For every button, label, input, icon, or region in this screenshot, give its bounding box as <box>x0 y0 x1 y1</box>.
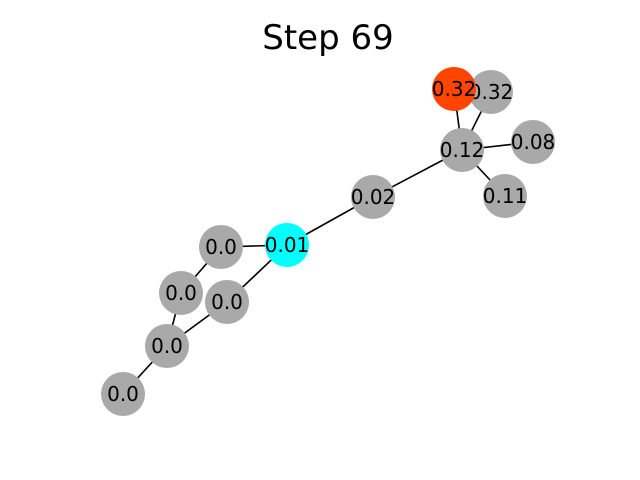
node-label: 0.0 <box>165 281 197 305</box>
node-circle <box>440 128 484 172</box>
node-label: 0.11 <box>483 184 528 208</box>
nodes-layer: 0.12 0.08 0.11 0.02 0.01 0.0 0.0 0.0 0.0 0.0 0.320… <box>101 67 555 416</box>
graph-node: 0.32 <box>432 67 477 111</box>
graph-node: 0.01 <box>265 223 310 267</box>
node-label: 0.01 <box>265 233 310 257</box>
node-circle <box>432 67 476 111</box>
node-label: 0.0 <box>205 235 237 259</box>
node-label: 0.08 <box>511 130 556 154</box>
node-circle <box>265 223 309 267</box>
graph-node: 0.08 <box>511 120 556 164</box>
graph-node: 0.02 <box>351 175 396 219</box>
graph-node: 0.12 <box>440 128 485 172</box>
node-circle <box>469 70 513 114</box>
node-circle <box>511 120 555 164</box>
graph-node: 0.0 <box>145 324 189 368</box>
node-label: 0.32 <box>469 80 514 104</box>
node-label: 0.02 <box>351 185 396 209</box>
node-circle <box>205 280 249 324</box>
graph-node: 0.0 <box>205 280 249 324</box>
node-circle <box>199 225 243 269</box>
graph-node: 0.0 <box>199 225 243 269</box>
node-label: 0.0 <box>211 290 243 314</box>
node-circle <box>483 174 527 218</box>
node-circle <box>101 372 145 416</box>
node-label: 0.32 <box>432 77 477 101</box>
graph-node: 0.11 <box>483 174 528 218</box>
node-label: 0.12 <box>440 138 485 162</box>
figure-title: Step 69 <box>262 18 393 58</box>
node-circle <box>145 324 189 368</box>
graph-node: 0.32 <box>469 70 514 114</box>
node-circle <box>351 175 395 219</box>
graph-node: 0.0 <box>101 372 145 416</box>
graph-node: 0.0 <box>159 271 203 315</box>
node-label: 0.0 <box>107 382 139 406</box>
node-label: 0.0 <box>151 334 183 358</box>
node-circle <box>159 271 203 315</box>
